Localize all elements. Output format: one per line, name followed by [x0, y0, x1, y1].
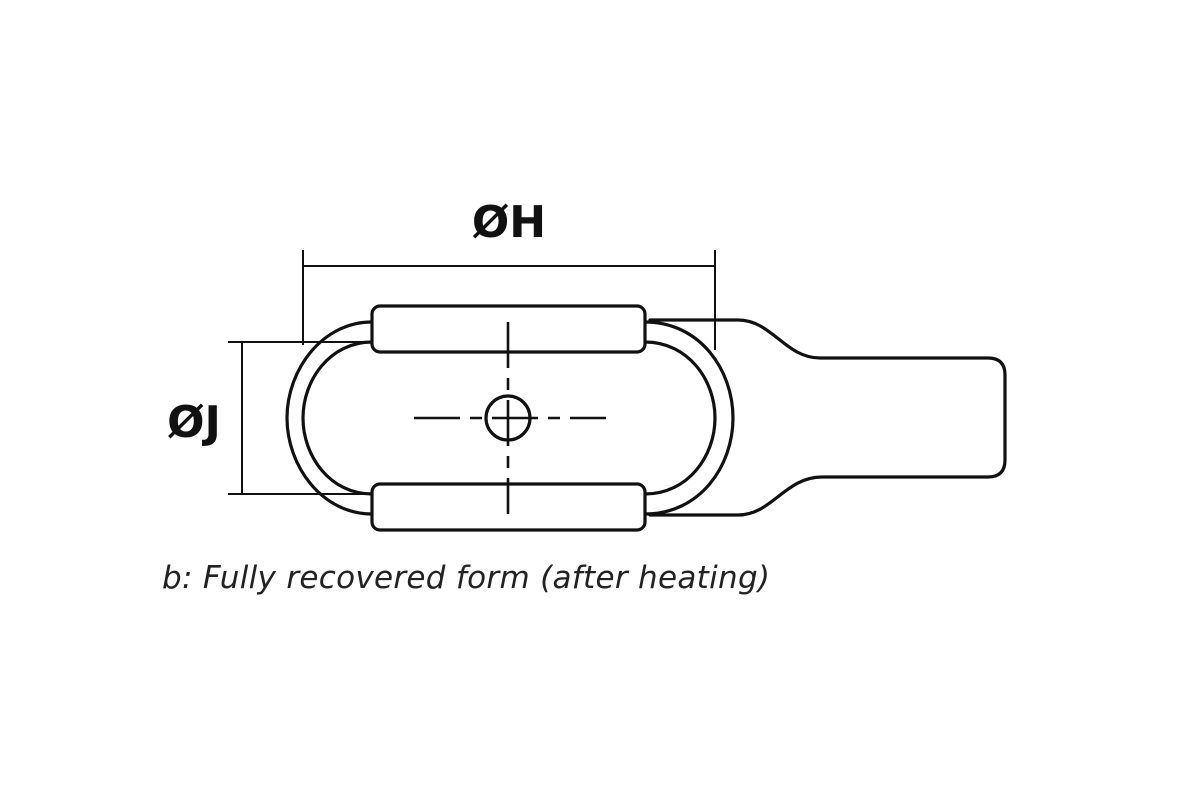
figure-caption: b: Fully recovered form (after heating)	[162, 560, 771, 596]
dimension-h-label: ØH	[472, 197, 546, 248]
outer-ring-right	[643, 320, 735, 516]
terminal-tab	[648, 318, 1007, 517]
dimension-j-label: ØJ	[167, 397, 221, 448]
outer-ring-left	[285, 320, 374, 516]
